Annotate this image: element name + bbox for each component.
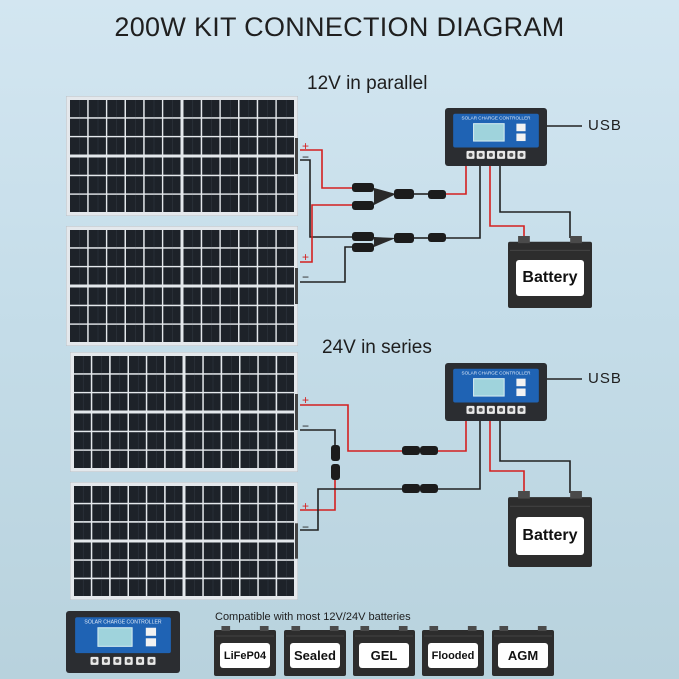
- panel4-positive-marker: +: [302, 499, 310, 513]
- parallel-wiring: [300, 125, 582, 283]
- diagram-title: 200W KIT CONNECTION DIAGRAM: [114, 12, 565, 42]
- battery-label: Battery: [516, 516, 584, 555]
- battery-series: Battery: [508, 491, 592, 567]
- usb-label-parallel: USB: [588, 117, 622, 134]
- battery-type-agm: AGM: [492, 626, 554, 676]
- series-wiring: [300, 378, 582, 531]
- controller-header-text: SOLAR CHARGE CONTROLLER: [462, 116, 532, 121]
- solar-panel-1: [65, 95, 299, 217]
- panel2-positive-marker: +: [302, 250, 310, 264]
- battery-type-sealed: Sealed: [284, 626, 346, 676]
- solar-panel-3: [69, 351, 299, 473]
- panel1-negative-marker: −: [302, 150, 310, 164]
- series-section-label: 24V in series: [322, 337, 432, 358]
- panel4-negative-marker: −: [302, 520, 310, 534]
- battery-type-flooded: Flooded: [422, 626, 484, 676]
- panel3-positive-marker: +: [302, 393, 310, 407]
- charge-controller-parallel: SOLAR CHARGE CONTROLLER: [445, 108, 547, 166]
- charge-controller-series: SOLAR CHARGE CONTROLLER: [445, 363, 547, 421]
- battery-type-label: Flooded: [428, 643, 478, 668]
- panel1-positive-marker: +: [302, 139, 310, 153]
- usb-label-series: USB: [588, 370, 622, 387]
- battery-type-label: Sealed: [290, 643, 340, 668]
- controller-header-text: SOLAR CHARGE CONTROLLER: [84, 619, 161, 625]
- solar-panel-2: [65, 225, 299, 347]
- charge-controller-product: SOLAR CHARGE CONTROLLER: [66, 611, 180, 673]
- battery-type-label: LiFeP04: [220, 643, 270, 668]
- panel3-negative-marker: −: [302, 419, 310, 433]
- compatibility-caption: Compatible with most 12V/24V batteries: [215, 611, 411, 623]
- battery-type-lifepo4: LiFeP04: [214, 626, 276, 676]
- panel2-negative-marker: −: [302, 270, 310, 284]
- battery-parallel: Battery: [508, 236, 592, 308]
- controller-header-text: SOLAR CHARGE CONTROLLER: [462, 371, 532, 376]
- battery-label: Battery: [516, 260, 584, 297]
- parallel-section-label: 12V in parallel: [307, 73, 428, 94]
- battery-type-gel: GEL: [353, 626, 415, 676]
- solar-panel-4: [69, 481, 299, 601]
- battery-type-label: AGM: [498, 643, 548, 668]
- battery-type-label: GEL: [359, 643, 409, 668]
